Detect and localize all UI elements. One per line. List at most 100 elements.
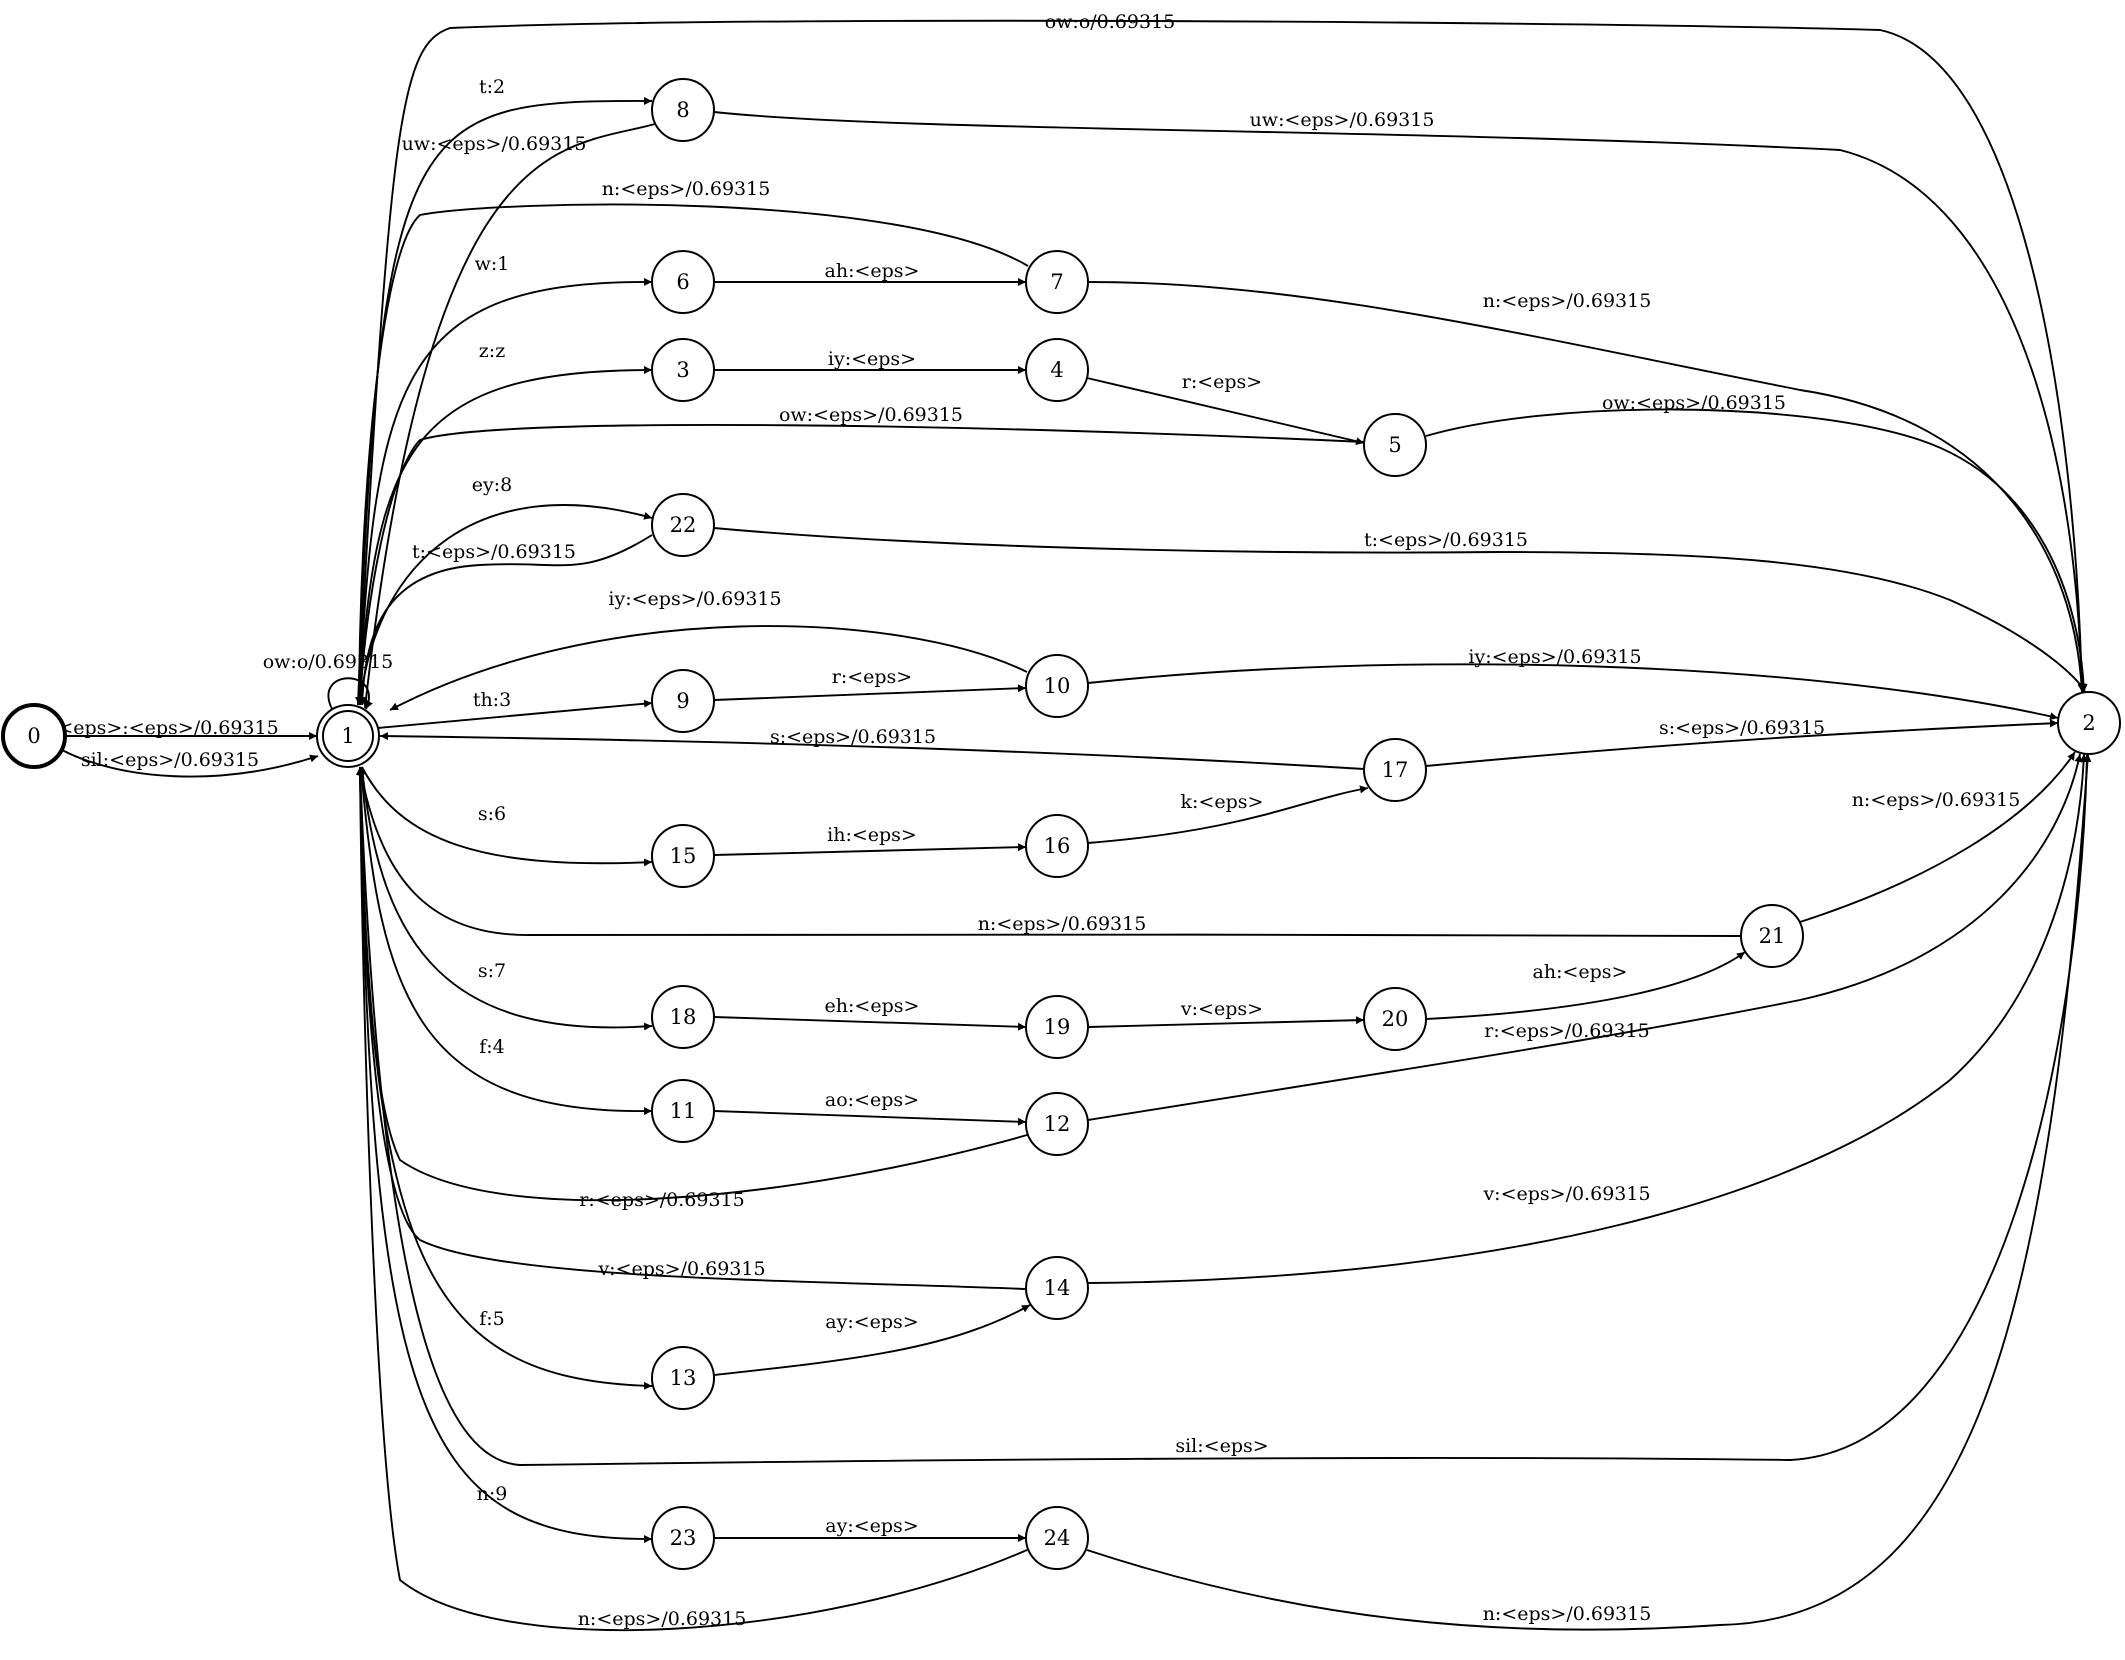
arc-label: n:<eps>/0.69315 <box>1483 290 1652 312</box>
state-circle <box>651 669 715 733</box>
arc-14-2: v:<eps>/0.69315 <box>1087 753 2088 1284</box>
arc-22-2: t:<eps>/0.69315 <box>713 527 2086 693</box>
state-circle <box>1363 738 1427 802</box>
state-label: 5 <box>1388 433 1401 457</box>
arc-line <box>356 766 1027 1290</box>
state-label: 9 <box>676 689 689 713</box>
state-circle <box>651 78 715 142</box>
arc-line <box>1087 753 2083 1121</box>
state-5: 5 <box>1363 413 1427 477</box>
arc-1-8: t:2 <box>357 76 653 706</box>
arc-18-19: eh:<eps> <box>713 995 1027 1031</box>
final-state-ring <box>322 710 374 762</box>
arc-22-1: t:<eps>/0.69315 <box>358 534 653 706</box>
arc-label: th:3 <box>473 689 511 711</box>
state-circle <box>1025 1506 1089 1570</box>
arc-label: sil:<eps>/0.69315 <box>81 749 259 771</box>
state-label: 24 <box>1044 1526 1071 1550</box>
arc-line <box>356 423 1365 706</box>
arc-line <box>358 534 653 706</box>
arc-15-16: ih:<eps> <box>713 824 1027 856</box>
state-14: 14 <box>1025 1256 1089 1320</box>
arc-label: iy:<eps>/0.69315 <box>608 588 781 610</box>
state-circle <box>651 1079 715 1143</box>
state-circle <box>651 338 715 402</box>
state-1: 1 <box>316 704 380 768</box>
state-13: 13 <box>651 1346 715 1410</box>
state-circle <box>1 703 67 769</box>
state-circle <box>1025 1256 1089 1320</box>
arc-label: ow:<eps>/0.69315 <box>779 404 963 426</box>
arc-label: uw:<eps>/0.69315 <box>402 133 587 155</box>
arc-17-2: s:<eps>/0.69315 <box>1425 717 2059 767</box>
arc-label: f:5 <box>479 1308 505 1330</box>
state-circle <box>1740 904 1804 968</box>
state-11: 11 <box>651 1079 715 1143</box>
arc-label: ah:<eps> <box>825 260 920 282</box>
arc-3-4: iy:<eps> <box>714 348 1026 374</box>
arc-line <box>1086 377 1365 446</box>
arc-line <box>1087 663 2059 721</box>
arc-label: v:<eps> <box>1180 998 1263 1020</box>
state-6: 6 <box>651 250 715 314</box>
arc-line <box>389 625 1028 711</box>
arc-label: s:<eps>/0.69315 <box>1659 717 1825 739</box>
state-label: 3 <box>676 358 689 382</box>
state-label: 19 <box>1044 1015 1071 1039</box>
arc-1-2: ow:o/0.69315 <box>357 11 2086 706</box>
arc-label: f:4 <box>479 1036 505 1058</box>
arc-line <box>1087 785 1369 844</box>
arc-20-21: ah:<eps> <box>1425 951 1746 1020</box>
state-label: 20 <box>1382 1007 1409 1031</box>
arc-line <box>1087 281 2086 693</box>
arc-label: t:<eps>/0.69315 <box>1364 529 1528 551</box>
state-23: 23 <box>651 1506 715 1570</box>
arc-label: t:<eps>/0.69315 <box>412 541 576 563</box>
arc-line <box>1799 751 2076 923</box>
arc-label: ao:<eps> <box>825 1089 919 1111</box>
arc-line <box>1425 408 2088 693</box>
state-label: 11 <box>670 1099 697 1123</box>
arc-label: ih:<eps> <box>827 824 917 846</box>
arc-5-2: ow:<eps>/0.69315 <box>1425 392 2088 693</box>
arc-label: iy:<eps>/0.69315 <box>1468 646 1641 668</box>
state-circle <box>1025 250 1089 314</box>
arc-label: r:<eps>/0.69315 <box>579 1189 744 1211</box>
arc-1-3: z:z <box>358 340 653 706</box>
arc-line <box>359 504 653 706</box>
arc-label: w:1 <box>475 253 510 275</box>
arc-label: n:<eps>/0.69315 <box>1852 789 2021 811</box>
arc-line <box>357 766 1742 937</box>
state-circle <box>651 1506 715 1570</box>
state-15: 15 <box>651 824 715 888</box>
arc-line <box>1086 753 2092 1631</box>
state-18: 18 <box>651 985 715 1049</box>
state-4: 4 <box>1025 338 1089 402</box>
arc-1-15: s:6 <box>361 766 653 867</box>
arc-line <box>360 766 653 1116</box>
state-12: 12 <box>1025 1092 1089 1156</box>
arc-label: n:<eps>/0.69315 <box>1483 1603 1652 1625</box>
state-20: 20 <box>1363 987 1427 1051</box>
state-7: 7 <box>1025 250 1089 314</box>
state-21: 21 <box>1740 904 1804 968</box>
state-label: 6 <box>676 270 689 294</box>
arc-label: eh:<eps> <box>825 995 920 1017</box>
arc-1-1: ow:o/0.69315 <box>263 651 393 710</box>
arc-line <box>713 111 2086 693</box>
state-label: 7 <box>1050 270 1063 294</box>
arc-line <box>713 1110 1027 1126</box>
state-19: 19 <box>1025 995 1089 1059</box>
state-circle <box>1025 338 1089 402</box>
state-label: 23 <box>670 1526 697 1550</box>
state-circle <box>651 824 715 888</box>
state-circle <box>1025 995 1089 1059</box>
state-circle <box>1363 413 1427 477</box>
arc-5-1: ow:<eps>/0.69315 <box>356 404 1365 706</box>
arc-24-2: n:<eps>/0.69315 <box>1086 753 2092 1631</box>
arc-line <box>359 766 653 1544</box>
state-17: 17 <box>1363 738 1427 802</box>
arc-line <box>361 766 653 1031</box>
arc-label: n:9 <box>477 1483 508 1505</box>
arc-1-13: f:5 <box>359 766 653 1390</box>
